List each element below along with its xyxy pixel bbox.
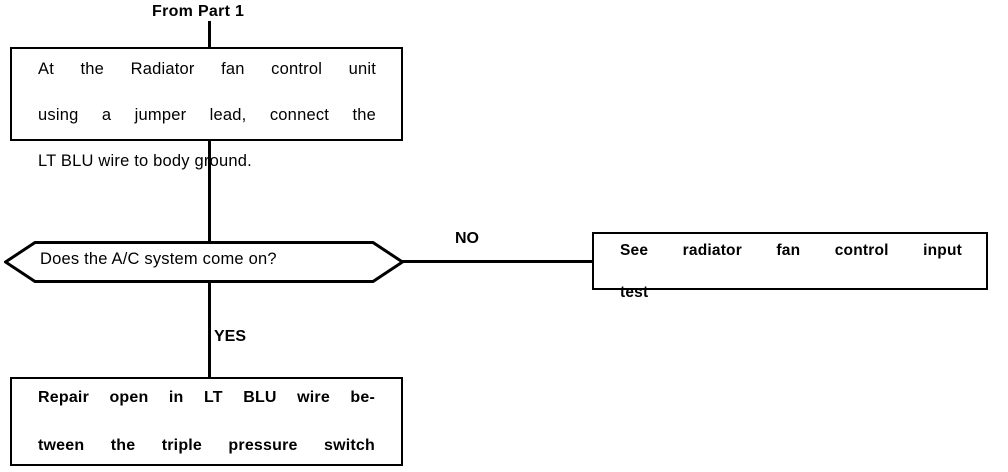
repair-box [10, 377, 403, 466]
decision-text: Does the A/C system come on? [40, 250, 277, 268]
result-box-line-2: test [620, 284, 649, 301]
repair-box-line-2: tween the triple pressure switch [38, 437, 375, 454]
step-box-text: At the Radiator fan control unit using a… [38, 58, 376, 173]
from-part-1-label: From Part 1 [152, 3, 245, 20]
connector-yes-branch [208, 281, 211, 378]
result-box-text: See radiator fan control input test [620, 240, 962, 303]
connector-entry-to-step [208, 21, 211, 48]
connector-no-branch [402, 260, 594, 263]
connector-step-to-decision [208, 140, 211, 244]
repair-box-text: Repair open in LT BLU wire be- tween the… [38, 386, 375, 472]
result-box [592, 232, 988, 290]
repair-box-line-1: Repair open in LT BLU wire be- [38, 389, 375, 406]
step-box-line-3: LT BLU wire to body ground. [38, 152, 252, 170]
branch-label-no: NO [455, 230, 479, 247]
step-box-line-1: At the Radiator fan control unit [38, 60, 376, 78]
result-box-line-1: See radiator fan control input [620, 242, 962, 259]
step-box [10, 47, 403, 141]
branch-label-yes: YES [214, 328, 247, 345]
step-box-line-2: using a jumper lead, connect the [38, 106, 376, 124]
